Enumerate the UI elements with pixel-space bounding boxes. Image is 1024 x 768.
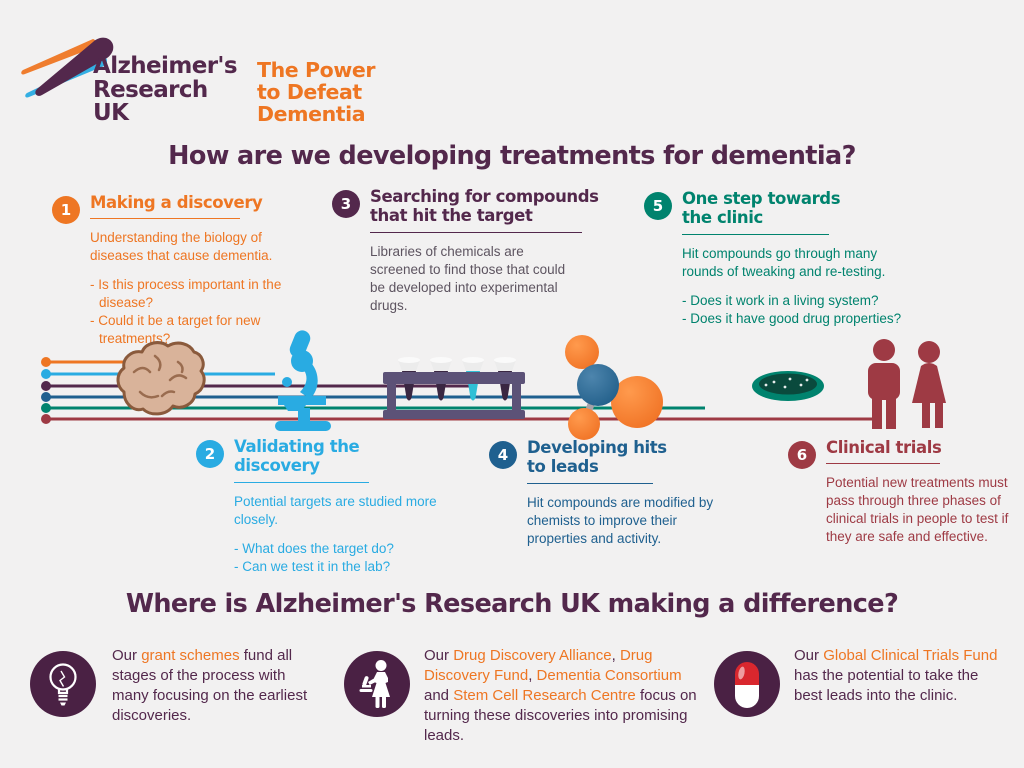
stage-2-number-badge: 2 <box>196 440 224 468</box>
stage-title-line: that hit the target <box>370 206 533 226</box>
stage-title-underline <box>90 218 240 220</box>
stage-title-line: Clinical trials <box>826 438 942 457</box>
scientist-icon <box>344 651 410 717</box>
stage-1-section: Making a discovery Understanding the bio… <box>90 193 302 348</box>
text-segment: has the potential to take the best leads… <box>794 667 979 705</box>
logo-tagline-line: Dementia <box>257 102 366 126</box>
stage-description: Potential targets are studied more close… <box>234 493 437 527</box>
funding-link[interactable]: grant schemes <box>141 647 240 664</box>
stage-description: Libraries of chemicals are screened to f… <box>370 243 566 313</box>
text-segment: focus on turning these discoveries into … <box>424 687 697 745</box>
stage-title-line: One step towards <box>682 189 841 208</box>
molecule-icon <box>565 335 663 440</box>
logo-tagline-line: The Power <box>257 58 376 82</box>
text-segment: Our <box>112 647 142 664</box>
petri-dish-icon <box>752 371 824 401</box>
logo-wordmark-line: Research <box>93 76 208 103</box>
stage-title: Clinical trials <box>826 438 1010 457</box>
stage-questions: - Is this process important in the disea… <box>90 276 302 348</box>
funding-link[interactable]: Drug Discovery Alliance <box>453 647 612 664</box>
pill-icon <box>714 651 780 717</box>
funding-link[interactable]: Stem Cell Research Centre <box>453 687 636 705</box>
stage-questions: - What does the target do? - Can we test … <box>234 540 439 576</box>
text-segment: , <box>611 647 620 664</box>
logo-wordmark-line: Alzheimer's <box>93 53 238 79</box>
text-segment: Our <box>424 647 454 664</box>
test-tube-rack-icon <box>383 357 525 419</box>
text-segment: fund all stages of the process with many… <box>112 647 308 725</box>
stage-description: Hit compounds are modified by chemists t… <box>527 494 714 546</box>
funding-clinical-trials-text: Our Global Clinical Trials Fund has the … <box>794 646 1010 706</box>
funding-grant-schemes-text: Our grant schemes fund all stages of the… <box>112 646 320 726</box>
text-segment: and <box>424 687 454 705</box>
logo-comet-icon <box>21 37 114 98</box>
stage-title-line: to leads <box>527 457 599 477</box>
logo-tagline-line: to Defeat <box>257 80 362 104</box>
stage-title-line: Searching for compounds <box>370 187 599 206</box>
brain-icon <box>116 341 206 416</box>
stage-3-number-badge: 3 <box>332 190 360 218</box>
stage-title-line: discovery <box>234 456 320 476</box>
stage-title-underline <box>826 463 940 465</box>
funding-link[interactable]: Dementia Consortium <box>536 667 682 685</box>
stage-1-number-badge: 1 <box>52 196 80 224</box>
stage-6-number-badge: 6 <box>788 441 816 469</box>
stage-title-underline <box>234 481 369 483</box>
stage-question: - What does the target do? <box>234 540 394 556</box>
stage-question: - Is this process important in the disea… <box>90 277 282 311</box>
funding-initiatives-text: Our Drug Discovery Alliance, Drug Discov… <box>424 646 702 746</box>
stage-title-line: the clinic <box>682 208 763 228</box>
text-segment: Our <box>794 647 824 664</box>
lightbulb-icon <box>30 651 96 717</box>
stage-5-number-badge: 5 <box>644 192 672 220</box>
stage-description: Potential new treatments must pass throu… <box>826 475 1009 545</box>
stage-description: Understanding the biology of diseases th… <box>90 230 273 264</box>
stage-question: - Does it have good drug properties? <box>682 310 902 326</box>
stage-4-number-badge: 4 <box>489 441 517 469</box>
stage-title: Making a discovery <box>90 193 302 212</box>
stage-title-underline <box>527 482 653 484</box>
stage-question: - Does it work in a living system? <box>682 292 879 308</box>
people-icon <box>868 339 946 429</box>
microscope-icon <box>275 330 331 431</box>
stage-title-line: Making a discovery <box>90 193 263 212</box>
stage-title-line: Developing hits <box>527 438 667 457</box>
secondary-title: Where is Alzheimer's Research UK making … <box>125 589 899 619</box>
funding-link[interactable]: Drug Discovery Fund <box>424 647 653 685</box>
funding-link[interactable]: Global Clinical Trials Fund <box>823 647 998 664</box>
stage-6-section: Clinical trials Potential new treatments… <box>826 438 1010 557</box>
pipeline-illustration <box>41 330 946 440</box>
stage-description: Hit compounds go through many rounds of … <box>682 245 886 279</box>
stage-title-underline <box>682 233 829 235</box>
text-segment: , <box>528 667 537 685</box>
logo-wordmark-line: UK <box>93 100 129 126</box>
stage-title-line: Validating the <box>234 437 360 456</box>
stage-question: - Can we test it in the lab? <box>234 558 391 574</box>
page-title: How are we developing treatments for dem… <box>168 141 856 171</box>
stage-questions: - Does it work in a living system? - Does… <box>682 292 912 328</box>
stage-title-underline <box>370 231 582 233</box>
